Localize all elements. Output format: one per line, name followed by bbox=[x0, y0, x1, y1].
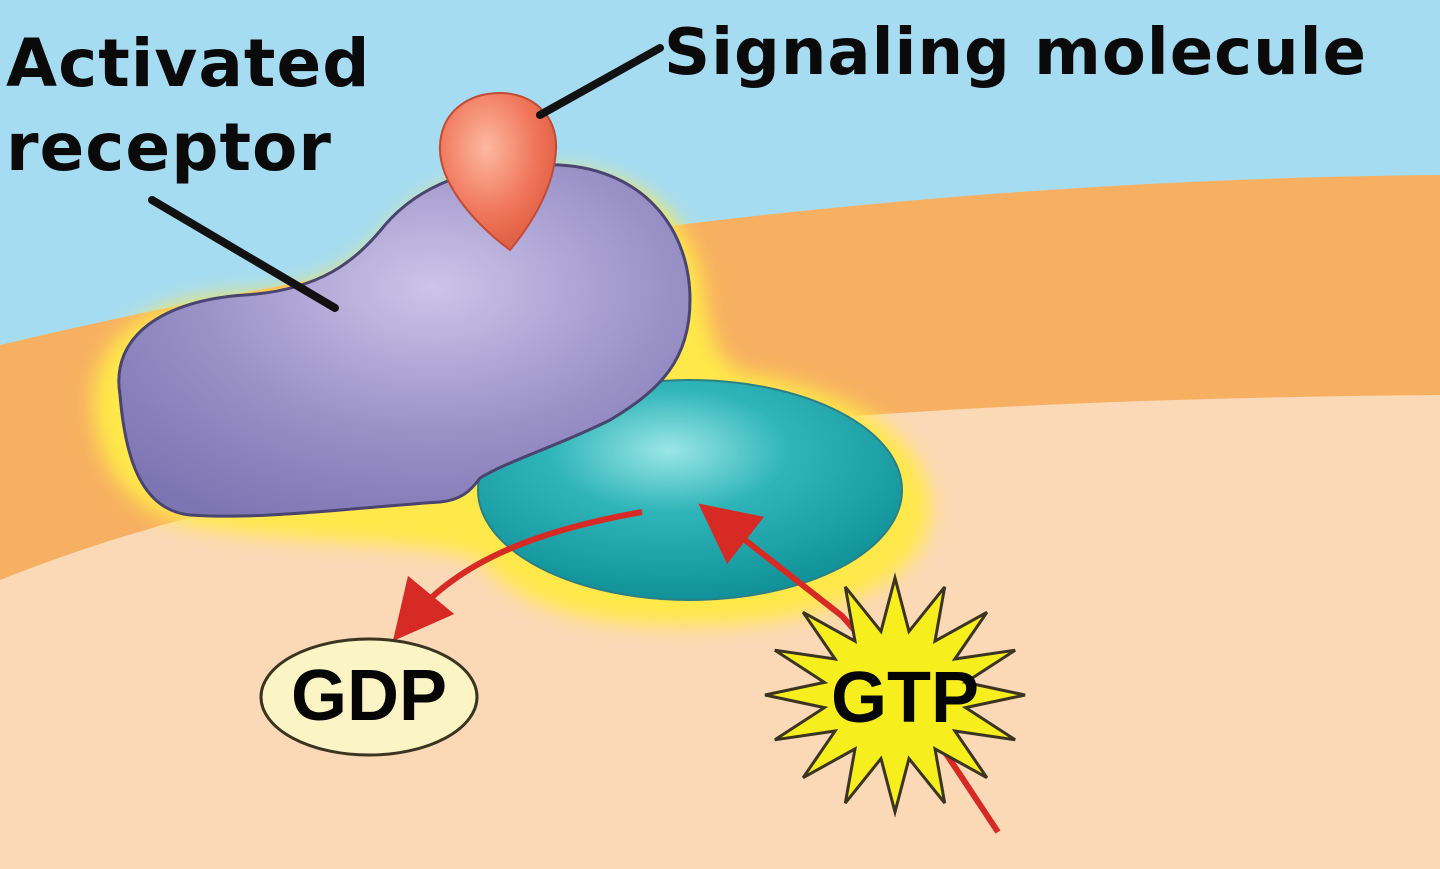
gdp-label: GDP bbox=[290, 656, 448, 736]
activated-receptor-label-line1: Activated bbox=[6, 25, 371, 102]
signaling-molecule-leader bbox=[536, 44, 664, 119]
activated-receptor-label-line2: receptor bbox=[6, 109, 332, 186]
activated-receptor bbox=[117, 162, 692, 518]
gtp-starburst bbox=[764, 572, 1026, 818]
gtp-label: GTP bbox=[830, 658, 979, 738]
activated-receptor-leader bbox=[148, 196, 339, 312]
gdp-release-arrow bbox=[392, 509, 643, 642]
g-protein bbox=[477, 379, 903, 601]
signaling-molecule-shape bbox=[438, 91, 558, 252]
gdp-ellipse bbox=[259, 637, 479, 757]
signaling-molecule-label: Signaling molecule bbox=[664, 16, 1367, 90]
activated-receptor-label: Activated receptor bbox=[6, 22, 371, 190]
